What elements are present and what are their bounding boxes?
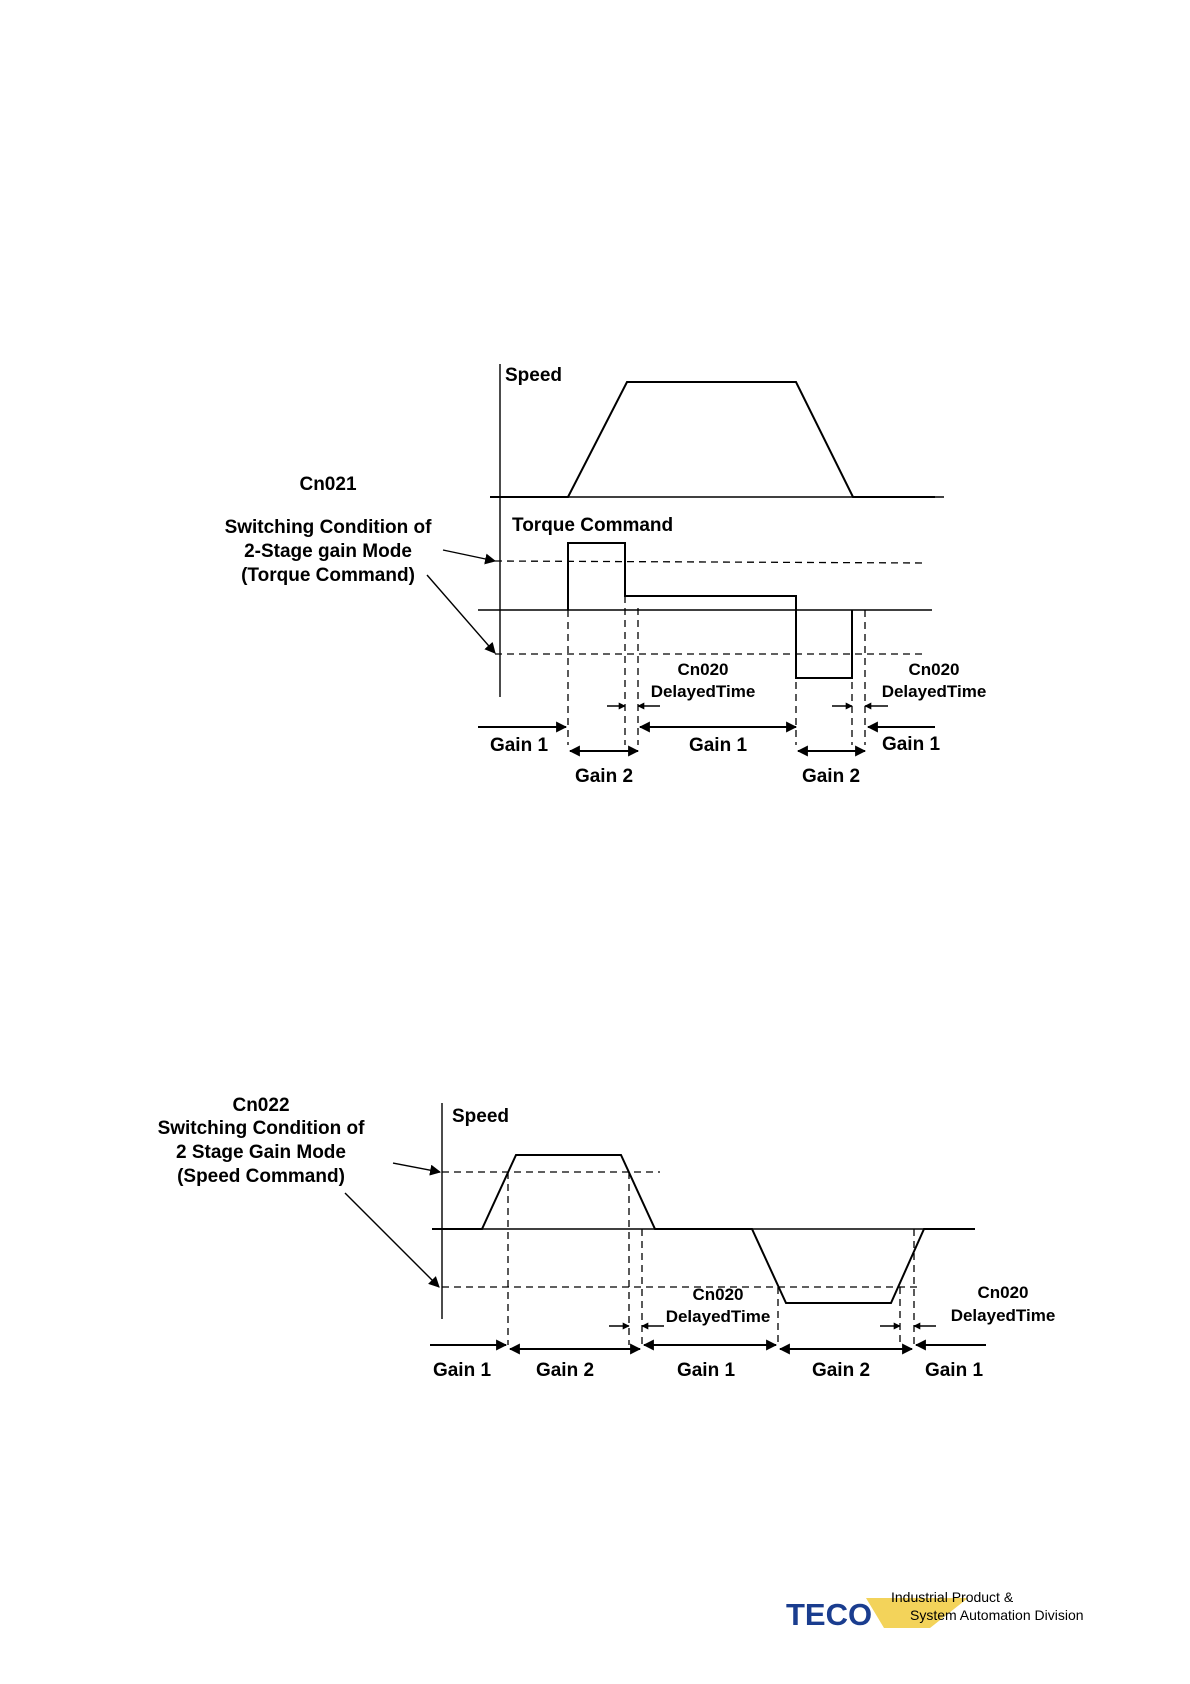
diagram1-delay1-line-1: Cn020 xyxy=(677,660,728,679)
diagram1-speed-label: Speed xyxy=(505,365,562,386)
diagram1-gain-label-2: Gain 2 xyxy=(575,766,633,787)
logo-gold-swoosh xyxy=(866,1598,968,1628)
diagram1-condition-line-2: 2-Stage gain Mode xyxy=(244,541,412,562)
diagram1-gain-label-5: Gain 1 xyxy=(882,734,941,755)
diagram2-speed-profile xyxy=(432,1154,975,1304)
diagram1-lower-threshold-pointer xyxy=(426,574,496,654)
diagram2-speed-label: Speed xyxy=(452,1106,509,1127)
diagram2-param-label: Cn022 xyxy=(232,1095,289,1116)
diagram2-condition-line-1: Switching Condition of xyxy=(158,1118,366,1139)
diagram1-gain-label-3: Gain 1 xyxy=(689,735,748,756)
diagram2-gain-label-5: Gain 1 xyxy=(925,1360,984,1381)
diagram1-speed-profile xyxy=(490,381,935,498)
diagram1-delay2-line-1: Cn020 xyxy=(908,660,959,679)
diagram2-delay1-line-1: Cn020 xyxy=(692,1285,743,1304)
diagram2-condition-line-3: (Speed Command) xyxy=(177,1166,345,1187)
diagram1-condition-line-1: Switching Condition of xyxy=(225,517,433,538)
diagram1-delay2-line-2: DelayedTime xyxy=(882,682,987,701)
diagram1-upper-threshold-line xyxy=(494,560,926,564)
diagram2-gain-label-2: Gain 2 xyxy=(536,1360,594,1381)
diagram1-torque-label: Torque Command xyxy=(512,515,673,536)
diagram1-gain-label-4: Gain 2 xyxy=(802,766,860,787)
diagram1-condition-line-3: (Torque Command) xyxy=(241,565,415,586)
diagram1-param-label: Cn021 xyxy=(299,474,356,495)
diagram1-torque-profile xyxy=(567,542,853,679)
diagram2-gain-label-1: Gain 1 xyxy=(433,1360,492,1381)
division-line-2: System Automation Division xyxy=(910,1607,1084,1623)
diagram2-delay2-line-2: DelayedTime xyxy=(951,1306,1056,1325)
diagram2-delay2-line-1: Cn020 xyxy=(977,1283,1028,1302)
diagram2-gain-label-4: Gain 2 xyxy=(812,1360,870,1381)
diagram2-lower-threshold-pointer xyxy=(344,1192,440,1288)
speed-switching-diagram: Cn022 Switching Condition of 2 Stage Gai… xyxy=(158,1095,1056,1381)
diagram2-condition-line-2: 2 Stage Gain Mode xyxy=(176,1142,346,1163)
diagram2-delay1-line-2: DelayedTime xyxy=(666,1307,771,1326)
diagram1-upper-threshold-pointer xyxy=(442,549,497,565)
diagram2-gain-label-3: Gain 1 xyxy=(677,1360,736,1381)
division-line-1: Industrial Product & xyxy=(891,1589,1014,1605)
diagram1-delay1-line-2: DelayedTime xyxy=(651,682,756,701)
logo-wordmark: TECO xyxy=(786,1597,872,1632)
teco-logo: TECO Industrial Product & System Automat… xyxy=(786,1589,1084,1632)
diagram1-gain-label-1: Gain 1 xyxy=(490,735,549,756)
diagram2-upper-threshold-pointer xyxy=(392,1162,442,1176)
torque-switching-diagram: Speed Cn021 Switching Condition of 2-Sta… xyxy=(225,364,987,787)
